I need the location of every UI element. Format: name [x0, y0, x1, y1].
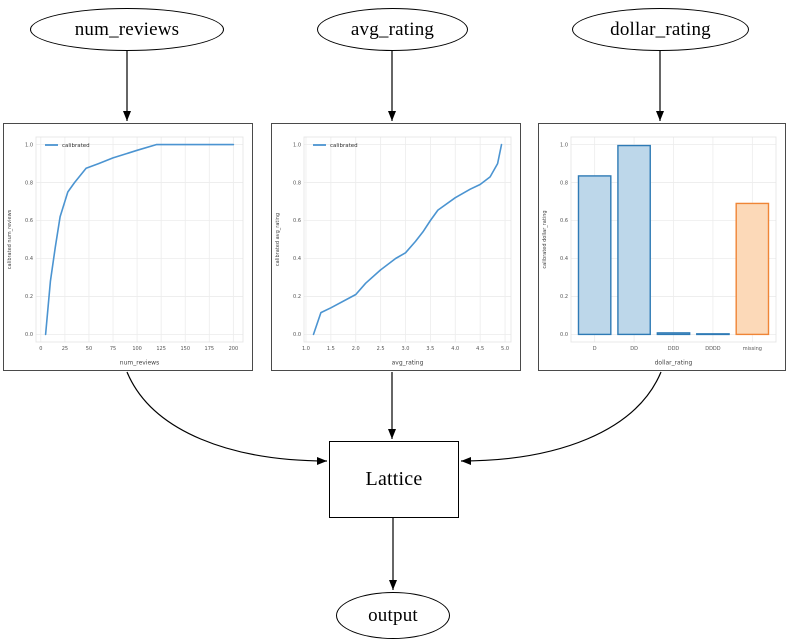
calibration-plot-num-reviews: 0.0 0.2 0.4 0.6 0.8 1.0 0 25 50 75 100 125 150 175 200… [7, 136, 244, 367]
grid [36, 137, 243, 342]
plot-frame [303, 136, 512, 343]
edge-plot1-to-lattice [126, 371, 328, 465]
node-num-reviews: num_reviews [30, 8, 224, 51]
legend: calibrated [313, 143, 358, 149]
node-lattice-label: Lattice [365, 468, 423, 490]
bar-DD [617, 144, 651, 336]
series-calibrated [312, 143, 503, 336]
svg-text:4.5: 4.5 [476, 346, 484, 352]
x-axis: 0 25 50 75 100 125 150 175 200 [39, 346, 238, 352]
svg-text:150: 150 [180, 346, 190, 352]
x-axis: 1.0 1.5 2.0 2.5 3.0 3.5 4.0 4.5 5.0 [302, 346, 509, 352]
x-axis-label: num_reviews [120, 360, 159, 367]
svg-text:200: 200 [229, 346, 239, 352]
svg-text:DDDD: DDDD [705, 346, 721, 352]
y-axis-label: calibrated avg_rating [275, 213, 281, 266]
svg-text:0.8: 0.8 [25, 180, 33, 186]
svg-text:1.5: 1.5 [327, 346, 335, 352]
svg-text:1.0: 1.0 [25, 142, 33, 148]
svg-text:1.0: 1.0 [302, 346, 310, 352]
svg-text:calibrated: calibrated [62, 143, 90, 149]
bar-DDDD [696, 333, 730, 336]
node-dollar-rating: dollar_rating [572, 8, 749, 51]
svg-text:0.0: 0.0 [25, 332, 33, 338]
svg-text:0.4: 0.4 [293, 256, 301, 262]
y-axis-label: calibrated dollar_rating [542, 210, 548, 268]
bar-DDD [656, 332, 691, 336]
svg-text:1.0: 1.0 [293, 142, 301, 148]
svg-text:75: 75 [110, 346, 116, 352]
svg-text:calibrated: calibrated [330, 143, 358, 149]
edge-plot3-to-lattice [460, 371, 662, 465]
node-output-label: output [368, 604, 418, 626]
svg-text:3.0: 3.0 [402, 346, 410, 352]
svg-text:50: 50 [86, 346, 92, 352]
svg-text:0.0: 0.0 [293, 332, 301, 338]
svg-text:25: 25 [62, 346, 68, 352]
node-lattice: Lattice [329, 441, 459, 518]
svg-text:DDD: DDD [668, 346, 680, 352]
node-dollar-rating-label: dollar_rating [610, 18, 711, 40]
y-axis-label: calibrated num_reviews [7, 209, 13, 269]
calibration-plot-avg-rating: 0.0 0.2 0.4 0.6 0.8 1.0 1.0 1.5 2.0 2.5 3.0 3.5 4.0 4… [275, 136, 512, 367]
svg-text:0: 0 [39, 346, 42, 352]
svg-text:0.0: 0.0 [560, 332, 568, 338]
svg-text:0.4: 0.4 [560, 256, 568, 262]
svg-text:125: 125 [156, 346, 166, 352]
x-axis-label: dollar_rating [655, 360, 693, 367]
bars [577, 144, 770, 336]
svg-text:1.0: 1.0 [560, 142, 568, 148]
figure-avg-rating-calibration: 0.0 0.2 0.4 0.6 0.8 1.0 1.0 1.5 2.0 2.5 3.0 3.5 4.0 4… [271, 123, 521, 371]
svg-text:3.5: 3.5 [426, 346, 434, 352]
svg-text:0.8: 0.8 [293, 180, 301, 186]
svg-text:DD: DD [630, 346, 638, 352]
y-axis: 0.0 0.2 0.4 0.6 0.8 1.0 [25, 142, 33, 338]
plot-frame [570, 136, 777, 343]
svg-text:2.5: 2.5 [377, 346, 385, 352]
node-avg-rating-label: avg_rating [350, 18, 435, 40]
figure-num-reviews-calibration: 0.0 0.2 0.4 0.6 0.8 1.0 0 25 50 75 100 125 150 175 200… [3, 123, 253, 371]
svg-text:0.6: 0.6 [560, 218, 568, 224]
svg-text:175: 175 [205, 346, 215, 352]
svg-text:5.0: 5.0 [501, 346, 509, 352]
grid [304, 137, 511, 342]
svg-text:D: D [593, 346, 597, 352]
node-num-reviews-label: num_reviews [74, 18, 180, 40]
node-output: output [336, 592, 450, 639]
legend: calibrated [45, 143, 90, 149]
svg-text:4.0: 4.0 [451, 346, 459, 352]
svg-text:0.2: 0.2 [560, 294, 568, 300]
y-axis: 0.0 0.2 0.4 0.6 0.8 1.0 [293, 142, 301, 338]
svg-text:0.8: 0.8 [560, 180, 568, 186]
svg-text:0.6: 0.6 [25, 218, 33, 224]
svg-text:0.4: 0.4 [25, 256, 33, 262]
svg-text:0.2: 0.2 [293, 294, 301, 300]
plot-frame [35, 136, 244, 343]
node-avg-rating: avg_rating [317, 8, 468, 51]
x-axis-label: avg_rating [392, 360, 424, 367]
svg-text:missing: missing [743, 346, 762, 352]
series-calibrated [44, 143, 235, 336]
svg-text:0.2: 0.2 [25, 294, 33, 300]
bar-D [577, 175, 612, 336]
bar-missing [735, 202, 770, 336]
y-axis: 0.0 0.2 0.4 0.6 0.8 1.0 [560, 142, 568, 338]
svg-text:2.0: 2.0 [352, 346, 360, 352]
svg-text:0.6: 0.6 [293, 218, 301, 224]
svg-text:100: 100 [132, 346, 142, 352]
